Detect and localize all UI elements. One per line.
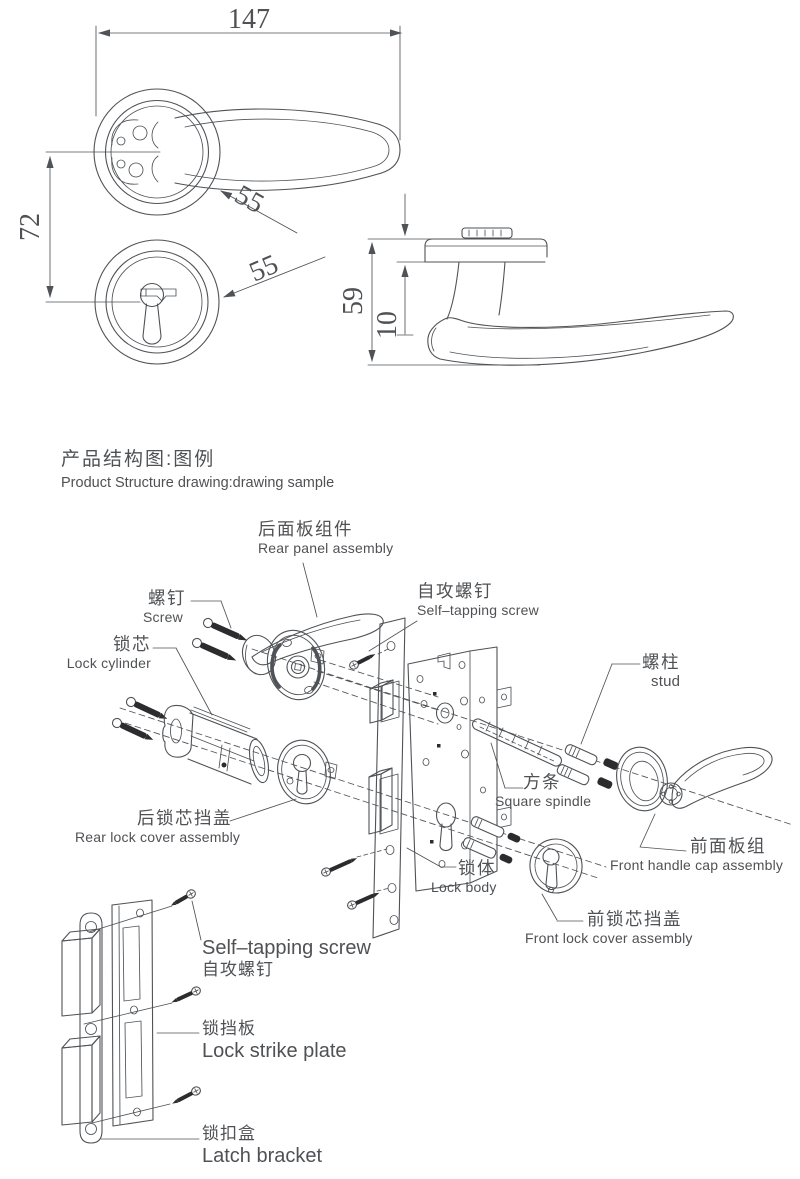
label-lock-strike-plate: 锁挡板 Lock strike plate bbox=[202, 1019, 347, 1063]
rear-panel-assembly-art bbox=[241, 613, 384, 701]
label-front-handle-cap: 前面板组 Front handle cap assembly bbox=[610, 836, 783, 874]
label-screw-zh: 螺钉 bbox=[148, 588, 186, 608]
label-rear-lock-cover-zh: 后锁芯挡盖 bbox=[137, 808, 232, 828]
label-lock-strike-plate-en: Lock strike plate bbox=[202, 1040, 347, 1063]
self-tapping-screw-icon bbox=[321, 858, 380, 910]
label-front-handle-cap-en: Front handle cap assembly bbox=[610, 857, 784, 873]
front-handle-cap-art bbox=[616, 746, 773, 812]
square-spindle-art bbox=[471, 718, 563, 767]
label-screw-en: Screw bbox=[143, 609, 183, 625]
lock-cylinder-art bbox=[162, 704, 270, 785]
label-stud-zh: 螺柱 bbox=[642, 652, 680, 672]
machine-screw-icon bbox=[191, 617, 248, 661]
label-rear-panel-zh: 后面板组件 bbox=[258, 519, 353, 539]
label-front-lock-cover: 前锁芯挡盖 Front lock cover assembly bbox=[525, 909, 693, 947]
label-lock-strike-plate-zh: 锁挡板 bbox=[202, 1019, 256, 1038]
label-latch-bracket: 锁扣盒 Latch bracket bbox=[202, 1124, 322, 1168]
section-title-zh: 产品结构图:图例 bbox=[61, 449, 216, 470]
label-square-spindle: 方条 Square spindle bbox=[495, 772, 591, 810]
label-self-tapping-screw-bottom-en: Self–tapping screw bbox=[202, 937, 371, 959]
label-lock-cylinder-en: Lock cylinder bbox=[66, 655, 151, 671]
label-self-tapping-screw-top: 自攻螺钉 Self–tapping screw bbox=[417, 581, 539, 619]
front-view-handle bbox=[45, 25, 402, 303]
label-rear-panel-assembly: 后面板组件 Rear panel assembly bbox=[258, 519, 393, 557]
label-latch-bracket-zh: 锁扣盒 bbox=[202, 1124, 256, 1143]
label-screw: 螺钉 Screw bbox=[143, 588, 186, 626]
label-stud-en: stud bbox=[651, 673, 681, 690]
front-view-escutcheon bbox=[94, 239, 220, 365]
dimension-rose-thickness: 10 bbox=[372, 311, 403, 339]
label-lock-body: 锁体 Lock body bbox=[431, 858, 497, 896]
stud-art bbox=[462, 744, 619, 864]
dimension-centers-distance: 72 bbox=[15, 213, 46, 241]
label-rear-lock-cover-en: Rear lock cover assembly bbox=[75, 829, 241, 845]
label-rear-lock-cover: 后锁芯挡盖 Rear lock cover assembly bbox=[75, 808, 240, 846]
label-front-handle-cap-zh: 前面板组 bbox=[690, 836, 766, 856]
machine-screw-icon bbox=[111, 696, 168, 740]
label-square-spindle-en: Square spindle bbox=[495, 793, 592, 809]
self-tapping-screw-icon bbox=[349, 654, 376, 670]
faceplate-art bbox=[372, 617, 406, 939]
section-title-en: Product Structure drawing:drawing sample bbox=[61, 474, 335, 491]
label-stud: 螺柱 stud bbox=[642, 652, 680, 691]
label-rear-panel-en: Rear panel assembly bbox=[258, 540, 394, 556]
label-latch-bracket-en: Latch bracket bbox=[202, 1145, 323, 1168]
label-lock-body-zh: 锁体 bbox=[458, 858, 496, 878]
label-self-tapping-screw-bottom-zh: 自攻螺钉 bbox=[202, 960, 274, 979]
rear-lock-cover-art bbox=[277, 739, 338, 805]
dimension-side-height: 59 bbox=[338, 287, 369, 315]
label-lock-cylinder: 锁芯 Lock cylinder bbox=[55, 634, 151, 672]
leader-lines bbox=[100, 562, 687, 1140]
label-self-tapping-screw-top-zh: 自攻螺钉 bbox=[417, 581, 493, 601]
label-lock-cylinder-zh: 锁芯 bbox=[113, 634, 151, 654]
dimension-handle-length: 147 bbox=[228, 4, 270, 35]
label-front-lock-cover-zh: 前锁芯挡盖 bbox=[587, 909, 682, 929]
axis-lines bbox=[115, 647, 794, 892]
label-front-lock-cover-en: Front lock cover assembly bbox=[525, 930, 693, 946]
label-self-tapping-screw-bottom: Self–tapping screw 自攻螺钉 bbox=[202, 936, 371, 980]
strike-plate-group bbox=[61, 889, 201, 1144]
label-self-tapping-screw-top-en: Self–tapping screw bbox=[417, 602, 539, 618]
exploded-view bbox=[111, 613, 794, 939]
front-lock-cover-art bbox=[529, 838, 583, 894]
label-lock-body-en: Lock body bbox=[431, 879, 497, 895]
self-tapping-screw-icon bbox=[171, 889, 201, 1104]
side-view-handle bbox=[367, 193, 734, 366]
label-square-spindle-zh: 方条 bbox=[523, 772, 561, 792]
section-title: 产品结构图:图例 Product Structure drawing:drawi… bbox=[61, 449, 334, 492]
